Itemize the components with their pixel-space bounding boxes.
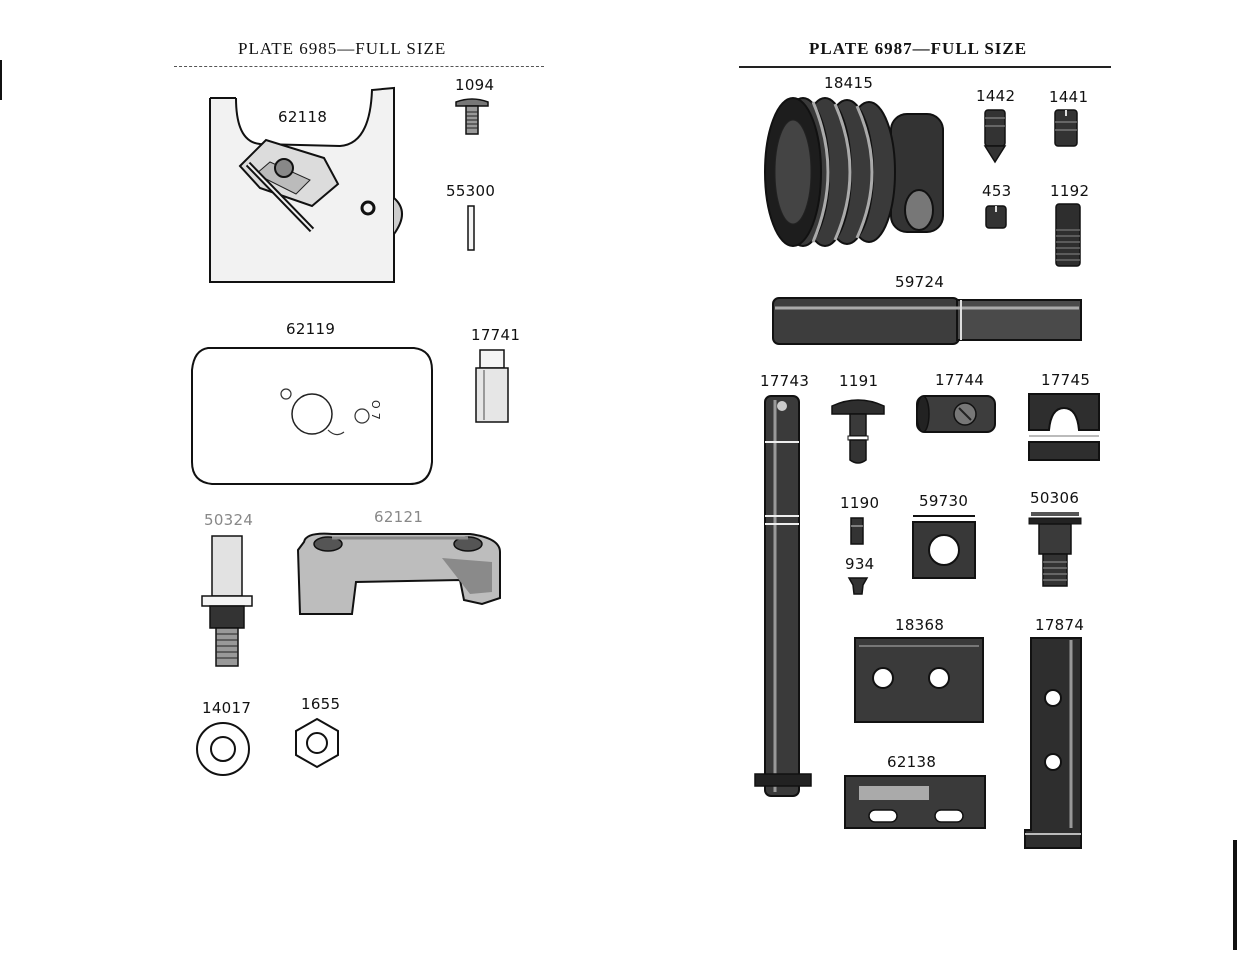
plate-title: PLATE 6985—FULL SIZE [238,39,447,58]
part-59724-illustration [772,297,1082,345]
title-rule [739,66,1111,68]
part-label-1191: 1191 [839,372,879,390]
right-page: PLATE 6987—FULL SIZE 18415 1442 1441 [619,0,1238,954]
part-label-17744: 17744 [935,371,985,389]
part-label-62118: 62118 [278,108,328,126]
scan-edge-mark-right [1233,840,1237,950]
plate-marking: O 7 [369,400,382,421]
part-934-illustration [847,577,869,595]
part-label-934: 934 [845,555,875,573]
part-17745-illustration [1028,393,1100,461]
part-label-18368: 18368 [895,616,945,634]
part-label-1192: 1192 [1050,182,1090,200]
part-1442-illustration [983,109,1007,164]
part-label-1441: 1441 [1049,88,1089,106]
part-1192-illustration [1055,203,1081,267]
part-17874-illustration [1024,637,1082,849]
part-55300-illustration [467,205,475,251]
part-1655-illustration [295,717,339,769]
part-label-62121: 62121 [374,508,424,526]
part-14017-illustration [196,722,250,776]
part-label-62119: 62119 [286,320,336,338]
part-label-18415: 18415 [824,74,874,92]
part-label-62138: 62138 [887,753,937,771]
part-18415-illustration [764,97,944,247]
part-18368-illustration [854,637,984,723]
part-17744-illustration [916,395,996,433]
part-62138-illustration [844,775,986,829]
part-1441-illustration [1054,109,1078,147]
part-1191-illustration [831,399,885,464]
part-label-14017: 14017 [202,699,252,717]
part-label-17743: 17743 [760,372,810,390]
part-62121-illustration [296,532,501,615]
title-rule [174,66,544,67]
plate-title: PLATE 6987—FULL SIZE [809,39,1028,58]
part-62119-illustration [191,347,433,485]
part-453-illustration [985,205,1007,229]
left-page: PLATE 6985—FULL SIZE 62118 1094 55300 62… [174,39,544,776]
part-label-50306: 50306 [1030,489,1080,507]
part-1094-illustration [455,98,489,135]
part-label-1094: 1094 [455,76,495,94]
part-label-17741: 17741 [471,326,521,344]
part-50324-illustration [201,535,253,667]
part-50306-illustration [1028,512,1082,587]
part-label-55300: 55300 [446,182,496,200]
part-62118-illustration [209,86,403,283]
part-label-17745: 17745 [1041,371,1091,389]
part-label-59730: 59730 [919,492,969,510]
part-label-59724: 59724 [895,273,945,291]
part-label-1190: 1190 [840,494,880,512]
part-label-1442: 1442 [976,87,1016,105]
part-59730-illustration [912,515,976,579]
part-label-50324: 50324 [204,511,254,529]
part-17741-illustration [475,349,509,423]
scan-edge-mark-left [0,60,2,100]
part-label-1655: 1655 [301,695,341,713]
part-label-453: 453 [982,182,1012,200]
part-label-17874: 17874 [1035,616,1085,634]
part-17743-illustration [754,395,812,797]
part-1190-illustration [850,517,864,545]
